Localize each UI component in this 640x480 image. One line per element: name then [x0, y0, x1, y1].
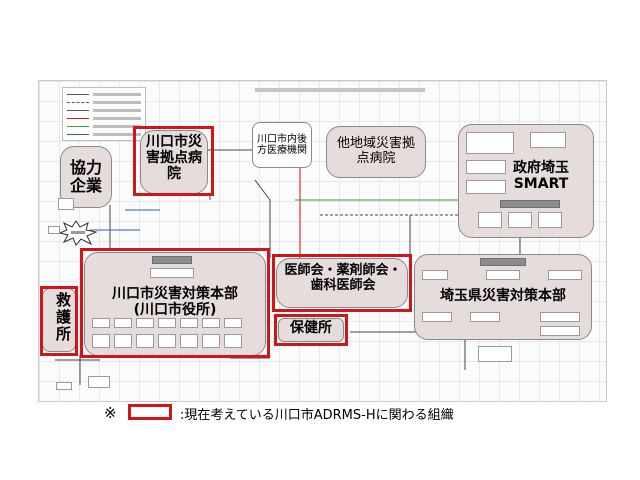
disaster-burst-icon [58, 220, 98, 246]
city-hq-sub-g [224, 318, 242, 328]
seifu-sub-4 [466, 180, 506, 194]
pref-hq-sub-f [540, 312, 580, 322]
seifu-sub-bar [500, 200, 560, 208]
seifu-sub-1 [466, 132, 514, 154]
city-hq-sub-l [180, 334, 198, 348]
pref-hq-sub-bar [480, 258, 526, 266]
pref-hq-sub-e [470, 312, 500, 322]
pref-hq-sub-g [540, 326, 580, 336]
node-city-hq-label: 川口市災害対策本部(川口市役所) [112, 286, 238, 319]
city-hq-sub-m [202, 334, 220, 348]
highlight-kyugosho [40, 286, 78, 356]
caption-red-swatch [128, 404, 172, 420]
node-ishikai-label: 医師会・薬剤師会・歯科医師会 [284, 263, 402, 293]
node-kawaguchi-hospital-label: 川口市災害拠点病院 [146, 134, 202, 183]
node-other-hospital-label: 他地域災害拠点病院 [336, 136, 415, 166]
node-kawaguchi-hospital [140, 130, 208, 194]
pref-hq-sub-b [486, 270, 520, 280]
city-hq-sub-i [114, 334, 132, 348]
city-hq-sub-k [158, 334, 176, 348]
city-hq-sub-b [114, 318, 132, 328]
node-pref-hq [414, 254, 592, 340]
highlight-ishikai [272, 254, 412, 312]
city-hq-sub-f [202, 318, 220, 328]
node-rear-hospital-label: 川口市内後方医療機関 [257, 133, 307, 157]
left-small-box [58, 198, 74, 210]
highlight-kawaguchi-hospital [133, 126, 214, 196]
city-hq-sub-j [136, 334, 154, 348]
city-hq-sub-a [92, 318, 110, 328]
pref-hq-sub-d [422, 312, 452, 322]
lower-box-1 [478, 346, 512, 362]
lower-box-2 [56, 382, 72, 390]
city-hq-sub-h [92, 334, 110, 348]
city-hq-sub-top [150, 268, 194, 278]
city-hq-sub-e [180, 318, 198, 328]
highlight-city-hq [80, 248, 270, 358]
node-other-hospital: 他地域災害拠点病院 [326, 126, 426, 178]
city-hq-sub-bar [152, 256, 192, 264]
node-hokenjo [278, 318, 344, 342]
pref-hq-sub-a [422, 270, 448, 280]
highlight-hokenjo [274, 314, 348, 346]
node-pref-hq-label: 埼玉県災害対策本部 [440, 288, 566, 304]
node-rear-hospital: 川口市内後方医療機関 [252, 122, 312, 168]
node-seifu-label: 政府埼玉SMART [513, 160, 569, 193]
caption-mark: ※ [104, 404, 117, 422]
city-hq-sub-n [224, 334, 242, 348]
node-ishikai [276, 258, 408, 308]
seifu-sub-2 [530, 132, 566, 148]
legend [62, 87, 146, 141]
seifu-sub-6 [508, 212, 532, 228]
node-kyoryoku: 協力企業 [60, 146, 112, 208]
lower-box-3 [88, 376, 110, 388]
node-kyoryoku-label: 協力企業 [69, 157, 102, 195]
pref-hq-sub-c [548, 270, 582, 280]
seifu-sub-3 [466, 160, 506, 174]
caption-text: :現在考えている川口市ADRMS-Hに関わる組織 [180, 408, 454, 423]
left-tiny-box [48, 226, 60, 234]
seifu-sub-7 [538, 212, 562, 228]
city-hq-sub-d [158, 318, 176, 328]
city-hq-sub-c [136, 318, 154, 328]
seifu-sub-5 [478, 212, 502, 228]
diagram-title-strip [255, 88, 425, 92]
node-kyugosho-label: 救護所 [54, 292, 72, 343]
node-hokenjo-label: 保健所 [290, 320, 332, 336]
